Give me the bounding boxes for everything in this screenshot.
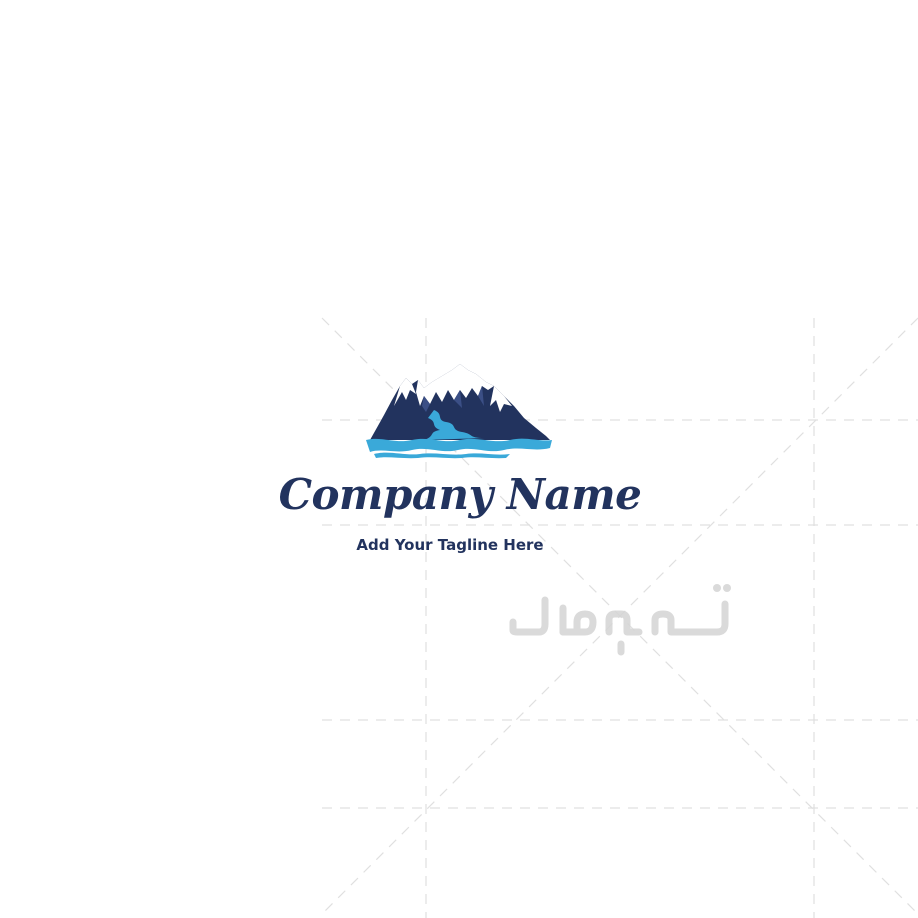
snow-cap <box>394 378 416 406</box>
snow-cap <box>490 386 512 412</box>
company-name: Company Name <box>278 470 642 519</box>
mountain-lake-icon <box>366 364 552 459</box>
tagline: Add Your Tagline Here <box>356 536 544 554</box>
lake-wave <box>374 452 510 459</box>
watermark-logo <box>509 584 731 656</box>
river <box>424 410 484 440</box>
lake-water <box>366 438 552 452</box>
snow-cap <box>416 364 494 406</box>
